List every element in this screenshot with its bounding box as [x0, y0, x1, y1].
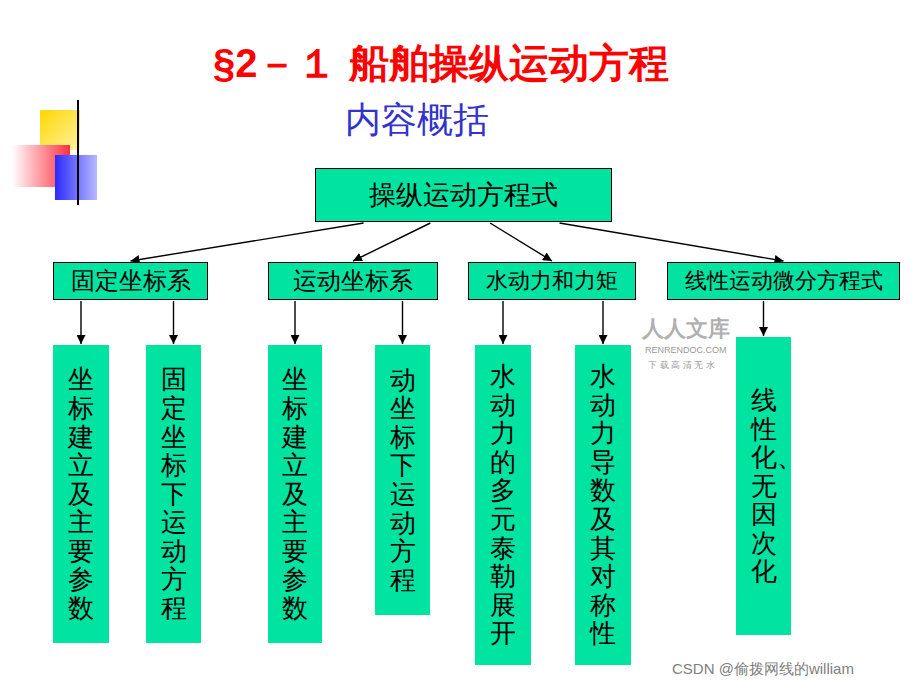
node-text: 运动坐标系 [293, 267, 413, 296]
arrow-connector [763, 301, 764, 336]
arrow-connector [131, 223, 364, 261]
topic-box: 线性运动微分方程式 [667, 262, 900, 300]
black-vertical-line [77, 100, 79, 205]
sub-topic-box: 水动力导数及其对称性 [575, 345, 631, 665]
node-text: 坐标建立及主要参数 [282, 365, 308, 622]
yellow-square [40, 110, 80, 150]
topic-box: 运动坐标系 [268, 262, 438, 300]
sub-topic-box: 坐标建立及主要参数 [268, 345, 322, 643]
watermark-url: RENRENDOC.COM [645, 345, 727, 355]
node-text: 坐标建立及主要参数 [68, 365, 94, 622]
arrow-connector [294, 301, 295, 344]
node-text: 线性运动微分方程式 [685, 268, 883, 294]
sub-topic-box: 动坐标下运动方程 [375, 345, 430, 615]
sub-topic-box: 水动力的多元泰勒展开 [475, 345, 531, 665]
arrow-connector [502, 301, 503, 344]
node-text: 操纵运动方程式 [369, 179, 558, 211]
arrow-connector [560, 223, 784, 261]
arrow-connector [353, 223, 430, 261]
arrow-connector [173, 301, 174, 344]
root-box: 操纵运动方程式 [315, 168, 612, 222]
node-text: 固定坐标下运动方程 [161, 365, 187, 622]
topic-box: 固定坐标系 [53, 262, 208, 300]
node-text: 水动力和力矩 [486, 268, 618, 294]
sub-topic-box: 固定坐标下运动方程 [146, 345, 201, 643]
arrow-connector [80, 301, 81, 344]
subtitle: 内容概括 [345, 96, 489, 145]
source-credit: CSDN @偷拨网线的william [672, 660, 854, 679]
watermark-note: 下 载 高 清 无 水 [648, 359, 715, 372]
arrow-connector [490, 223, 552, 261]
arrow-connector [402, 301, 403, 344]
sub-topic-box: 坐标建立及主要参数 [53, 345, 109, 643]
watermark: 人人文库 [642, 314, 730, 344]
slide-title: §2－１ 船舶操纵运动方程 [213, 36, 669, 91]
sub-topic-box: 线性化、无因次化 [736, 337, 791, 635]
node-text: 动坐标下运动方程 [390, 366, 416, 595]
node-text: 水动力的多元泰勒展开 [490, 362, 516, 648]
topic-box: 水动力和力矩 [468, 262, 636, 300]
node-text: 线性化、无因次化 [751, 386, 777, 586]
node-text: 固定坐标系 [71, 267, 191, 296]
node-text: 水动力导数及其对称性 [590, 362, 616, 648]
arrow-connector [602, 301, 603, 344]
blue-square [55, 155, 97, 200]
